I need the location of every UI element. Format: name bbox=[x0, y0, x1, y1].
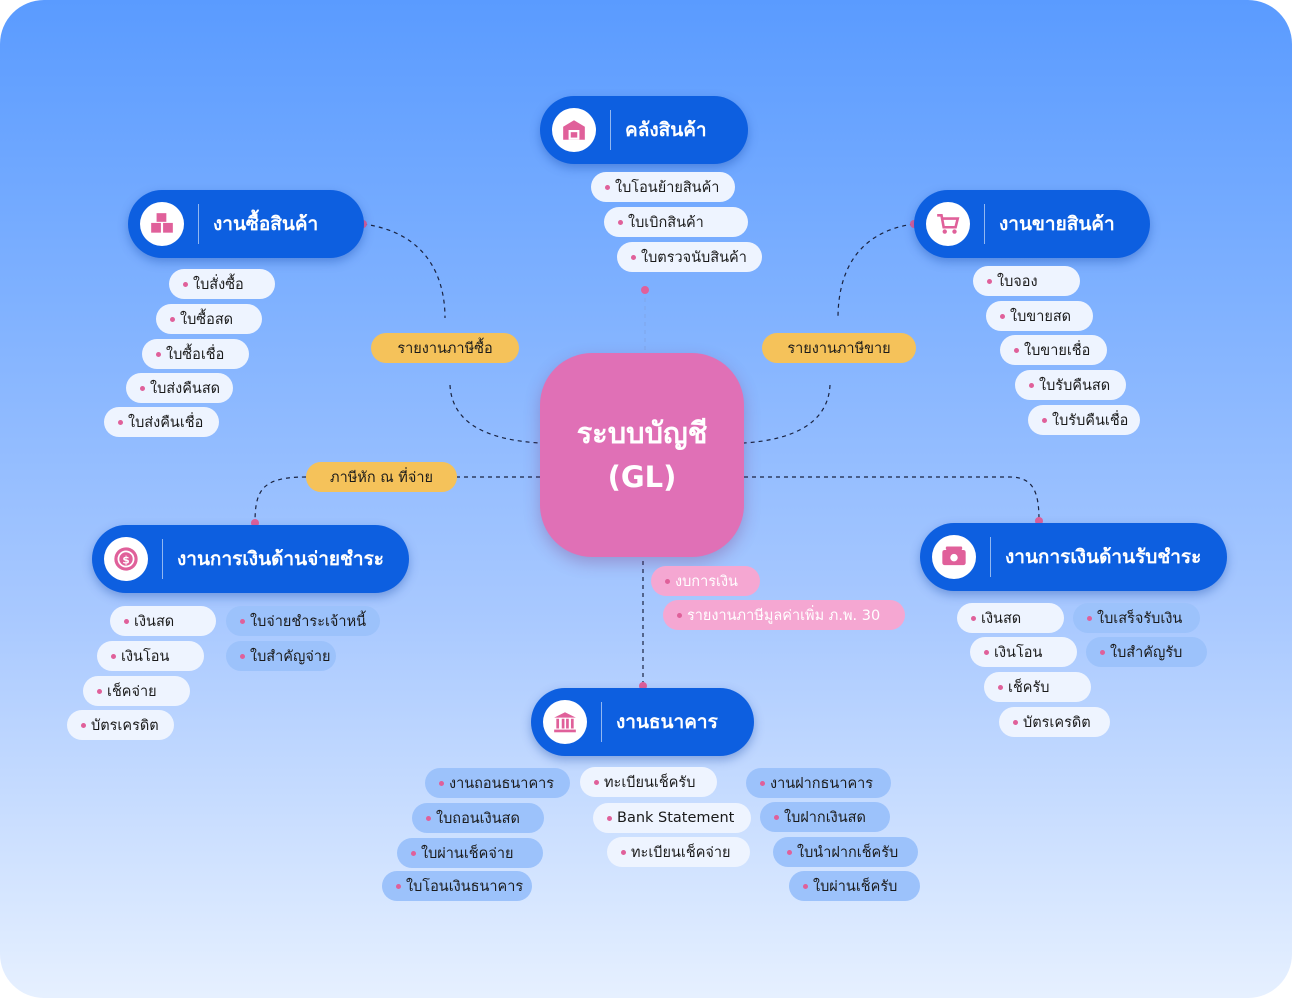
connector-dot bbox=[639, 682, 647, 690]
node-sales[interactable]: งานขายสินค้า bbox=[914, 190, 1150, 258]
connector-dot bbox=[641, 286, 649, 294]
center-title-line2: (GL) bbox=[607, 460, 677, 494]
receipt-method-item[interactable]: บัตรเครดิต bbox=[999, 707, 1110, 737]
node-title: งานการเงินด้านจ่ายชำระ bbox=[177, 548, 384, 570]
payment-method-item[interactable]: เงินสด bbox=[110, 606, 216, 636]
payment-method-item[interactable]: เงินโอน bbox=[97, 641, 204, 671]
warehouse-item[interactable]: ใบโอนย้ายสินค้า bbox=[591, 172, 735, 202]
bank-register-item[interactable]: Bank Statement bbox=[593, 803, 751, 833]
receipt-method-item[interactable]: เงินสด bbox=[957, 603, 1064, 633]
bank-icon bbox=[543, 700, 587, 744]
withholding-tax-report[interactable]: ภาษีหัก ณ ที่จ่าย bbox=[306, 462, 457, 492]
bank-deposit-item[interactable]: ใบผ่านเช็ครับ bbox=[789, 871, 920, 901]
node-payment[interactable]: $ งานการเงินด้านจ่ายชำระ bbox=[92, 525, 409, 593]
purchase-item[interactable]: ใบสั่งซื้อ bbox=[169, 269, 275, 299]
coin-icon: $ bbox=[104, 537, 148, 581]
node-title: คลังสินค้า bbox=[625, 119, 707, 141]
sales-item[interactable]: ใบรับคืนสด bbox=[1015, 370, 1126, 400]
receipt-method-item[interactable]: เช็ครับ bbox=[984, 672, 1091, 702]
node-title: งานธนาคาร bbox=[616, 711, 718, 733]
warehouse-item[interactable]: ใบเบิกสินค้า bbox=[604, 207, 748, 237]
connector-dot bbox=[1035, 517, 1043, 525]
bank-withdraw-item[interactable]: งานถอนธนาคาร bbox=[425, 768, 570, 798]
bank-deposit-item[interactable]: งานฝากธนาคาร bbox=[746, 768, 891, 798]
payment-doc-item[interactable]: ใบจ่ายชำระเจ้าหนี้ bbox=[226, 606, 380, 636]
payment-doc-item[interactable]: ใบสำคัญจ่าย bbox=[226, 641, 336, 671]
bank-register-item[interactable]: ทะเบียนเช็คจ่าย bbox=[607, 837, 750, 867]
node-title: งานซื้อสินค้า bbox=[213, 213, 319, 235]
node-title: งานการเงินด้านรับชำระ bbox=[1005, 546, 1202, 568]
purchase-item[interactable]: ใบส่งคืนสด bbox=[126, 373, 233, 403]
purchase-item[interactable]: ใบซื้อสด bbox=[156, 304, 262, 334]
bank-withdraw-item[interactable]: ใบผ่านเช็คจ่าย bbox=[397, 838, 543, 868]
center-title-line1: ระบบบัญชี bbox=[576, 416, 708, 450]
receipt-doc-item[interactable]: ใบเสร็จรับเงิน bbox=[1073, 603, 1200, 633]
svg-text:$: $ bbox=[122, 555, 129, 567]
node-separator bbox=[198, 204, 199, 244]
purchase-item[interactable]: ใบส่งคืนเชื่อ bbox=[104, 407, 219, 437]
sales-item[interactable]: ใบขายเชื่อ bbox=[1000, 335, 1107, 365]
vat-report-pill[interactable]: รายงานภาษีมูลค่าเพิ่ม ภ.พ. 30 bbox=[663, 600, 905, 630]
node-purchase[interactable]: งานซื้อสินค้า bbox=[128, 190, 364, 258]
node-receipt[interactable]: งานการเงินด้านรับชำระ bbox=[920, 523, 1227, 591]
connector-dot bbox=[251, 519, 259, 527]
node-bank[interactable]: งานธนาคาร bbox=[531, 688, 754, 756]
node-title: งานขายสินค้า bbox=[999, 213, 1115, 235]
purchase-tax-report[interactable]: รายงานภาษีซื้อ bbox=[371, 333, 519, 363]
bank-withdraw-item[interactable]: ใบถอนเงินสด bbox=[412, 803, 544, 833]
sales-item[interactable]: ใบจอง bbox=[973, 266, 1080, 296]
gl-center-node[interactable]: ระบบบัญชี (GL) bbox=[540, 353, 744, 557]
receipt-method-item[interactable]: เงินโอน bbox=[970, 637, 1077, 667]
purchase-item[interactable]: ใบซื้อเชื่อ bbox=[142, 339, 249, 369]
node-warehouse[interactable]: คลังสินค้า bbox=[540, 96, 748, 164]
cart-icon bbox=[926, 202, 970, 246]
bank-register-item[interactable]: ทะเบียนเช็ครับ bbox=[580, 767, 717, 797]
warehouse-icon bbox=[552, 108, 596, 152]
sales-item[interactable]: ใบขายสด bbox=[986, 301, 1093, 331]
warehouse-item[interactable]: ใบตรวจนับสินค้า bbox=[617, 242, 762, 272]
sales-item[interactable]: ใบรับคืนเชื่อ bbox=[1028, 405, 1140, 435]
node-separator bbox=[984, 204, 985, 244]
node-separator bbox=[162, 539, 163, 579]
cash-icon bbox=[932, 535, 976, 579]
node-separator bbox=[601, 702, 602, 742]
payment-method-item[interactable]: บัตรเครดิต bbox=[67, 710, 174, 740]
payment-method-item[interactable]: เช็คจ่าย bbox=[83, 676, 190, 706]
boxes-icon bbox=[140, 202, 184, 246]
receipt-doc-item[interactable]: ใบสำคัญรับ bbox=[1086, 637, 1207, 667]
financial-statement-pill[interactable]: งบการเงิน bbox=[651, 566, 760, 596]
node-separator bbox=[990, 537, 991, 577]
sales-tax-report[interactable]: รายงานภาษีขาย bbox=[762, 333, 916, 363]
node-separator bbox=[610, 110, 611, 150]
bank-withdraw-item[interactable]: ใบโอนเงินธนาคาร bbox=[382, 871, 532, 901]
bank-deposit-item[interactable]: ใบนำฝากเช็ครับ bbox=[773, 837, 918, 867]
bank-deposit-item[interactable]: ใบฝากเงินสด bbox=[760, 802, 890, 832]
